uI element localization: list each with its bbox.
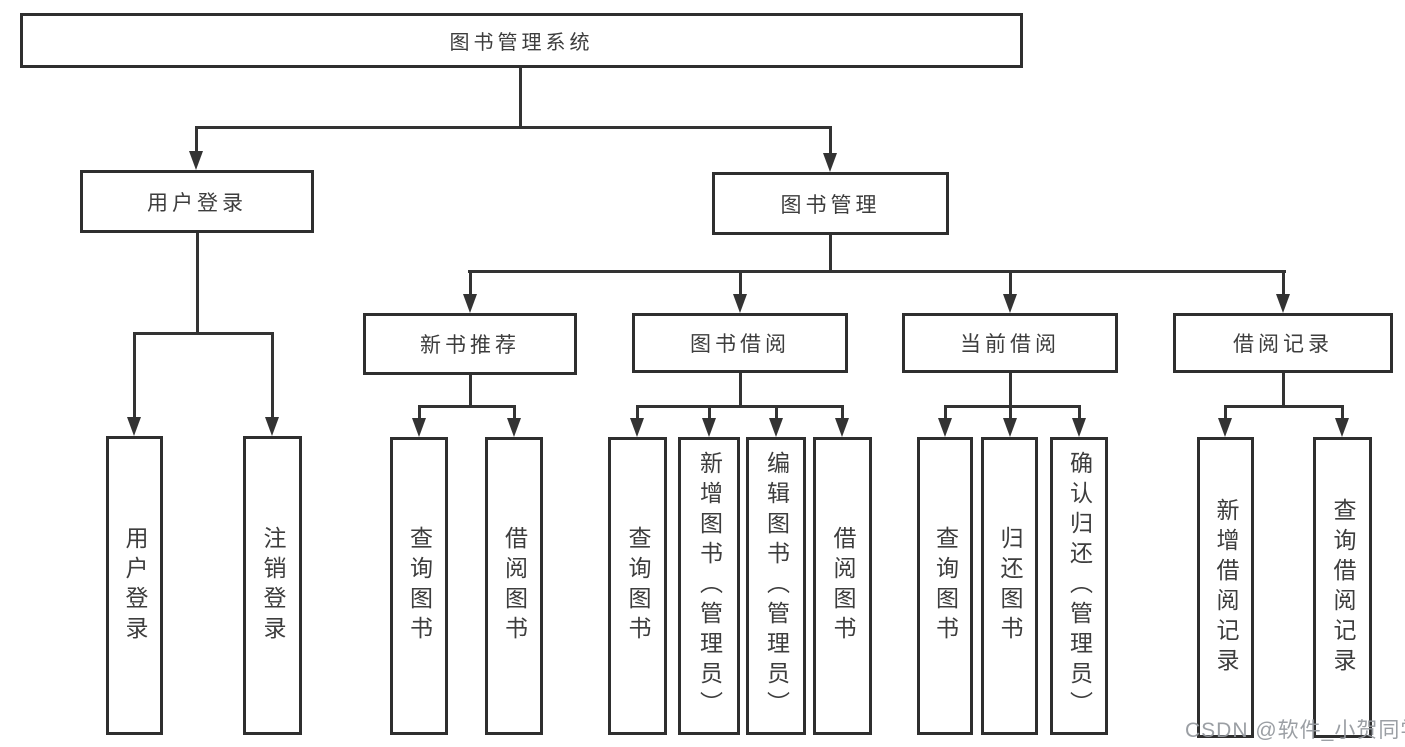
connector xyxy=(739,270,742,295)
connector xyxy=(1078,405,1081,419)
node-new-book-recommendation: 新书推荐 xyxy=(363,313,577,375)
leaf-bb-borrow-books: 借阅图书 xyxy=(813,437,872,735)
arrow-down-icon xyxy=(1335,418,1349,437)
connector xyxy=(1009,405,1012,419)
leaf-br-query-borrow-record: 查询借阅记录 xyxy=(1313,437,1372,738)
connector xyxy=(469,270,472,295)
connector xyxy=(418,405,421,419)
leaf-nb-query-books: 查询图书 xyxy=(390,437,448,735)
connector xyxy=(195,126,198,152)
node-book-borrowing: 图书借阅 xyxy=(632,313,848,373)
connector xyxy=(1224,405,1344,408)
arrow-down-icon xyxy=(189,151,203,170)
leaf-bb-query-books: 查询图书 xyxy=(608,437,667,735)
leaf-cb-return-books: 归还图书 xyxy=(981,437,1038,735)
connector xyxy=(469,375,472,408)
leaf-cb-query-books: 查询图书 xyxy=(917,437,973,735)
leaf-logout: 注销登录 xyxy=(243,436,302,735)
connector xyxy=(841,405,844,419)
connector xyxy=(1282,373,1285,406)
node-borrowing-records: 借阅记录 xyxy=(1173,313,1393,373)
arrow-down-icon xyxy=(835,418,849,437)
connector xyxy=(271,332,274,418)
arrow-down-icon xyxy=(769,418,783,437)
connector xyxy=(513,405,516,419)
connector xyxy=(1282,270,1285,295)
connector xyxy=(519,68,522,128)
arrow-down-icon xyxy=(733,294,747,313)
connector xyxy=(775,405,778,419)
arrow-down-icon xyxy=(1276,294,1290,313)
csdn-watermark: CSDN @软件_小贺同学 xyxy=(1185,719,1405,742)
connector xyxy=(944,405,1081,408)
arrow-down-icon xyxy=(127,417,141,436)
connector xyxy=(829,126,832,154)
node-user-login: 用户登录 xyxy=(80,170,314,233)
leaf-br-add-borrow-record: 新增借阅记录 xyxy=(1197,437,1254,738)
arrow-down-icon xyxy=(463,294,477,313)
connector xyxy=(1341,405,1344,419)
arrow-down-icon xyxy=(265,417,279,436)
arrow-down-icon xyxy=(938,418,952,437)
connector xyxy=(468,270,1286,273)
leaf-nb-borrow-books: 借阅图书 xyxy=(485,437,543,735)
connector xyxy=(739,373,742,408)
arrow-down-icon xyxy=(823,153,837,172)
leaf-bb-add-books-admin: 新增图书（管理员） xyxy=(678,437,740,735)
connector xyxy=(1009,373,1012,408)
arrow-down-icon xyxy=(507,418,521,437)
node-current-borrowing: 当前借阅 xyxy=(902,313,1118,373)
node-book-management: 图书管理 xyxy=(712,172,949,235)
connector xyxy=(133,332,274,335)
connector xyxy=(829,235,832,273)
connector xyxy=(1009,270,1012,295)
leaf-user-login: 用户登录 xyxy=(106,436,163,735)
connector xyxy=(1224,405,1227,419)
connector xyxy=(418,405,516,408)
arrow-down-icon xyxy=(702,418,716,437)
connector xyxy=(196,233,199,335)
connector xyxy=(195,126,832,129)
arrow-down-icon xyxy=(1218,418,1232,437)
root-node-library-system: 图书管理系统 xyxy=(20,13,1023,68)
arrow-down-icon xyxy=(1003,418,1017,437)
arrow-down-icon xyxy=(630,418,644,437)
connector xyxy=(708,405,711,419)
connector xyxy=(636,405,639,419)
leaf-bb-edit-books-admin: 编辑图书（管理员） xyxy=(746,437,806,735)
leaf-cb-confirm-return-admin: 确认归还（管理员） xyxy=(1050,437,1108,735)
arrow-down-icon xyxy=(1072,418,1086,437)
connector xyxy=(636,405,844,408)
arrow-down-icon xyxy=(1003,294,1017,313)
connector xyxy=(944,405,947,419)
connector xyxy=(133,332,136,418)
arrow-down-icon xyxy=(412,418,426,437)
